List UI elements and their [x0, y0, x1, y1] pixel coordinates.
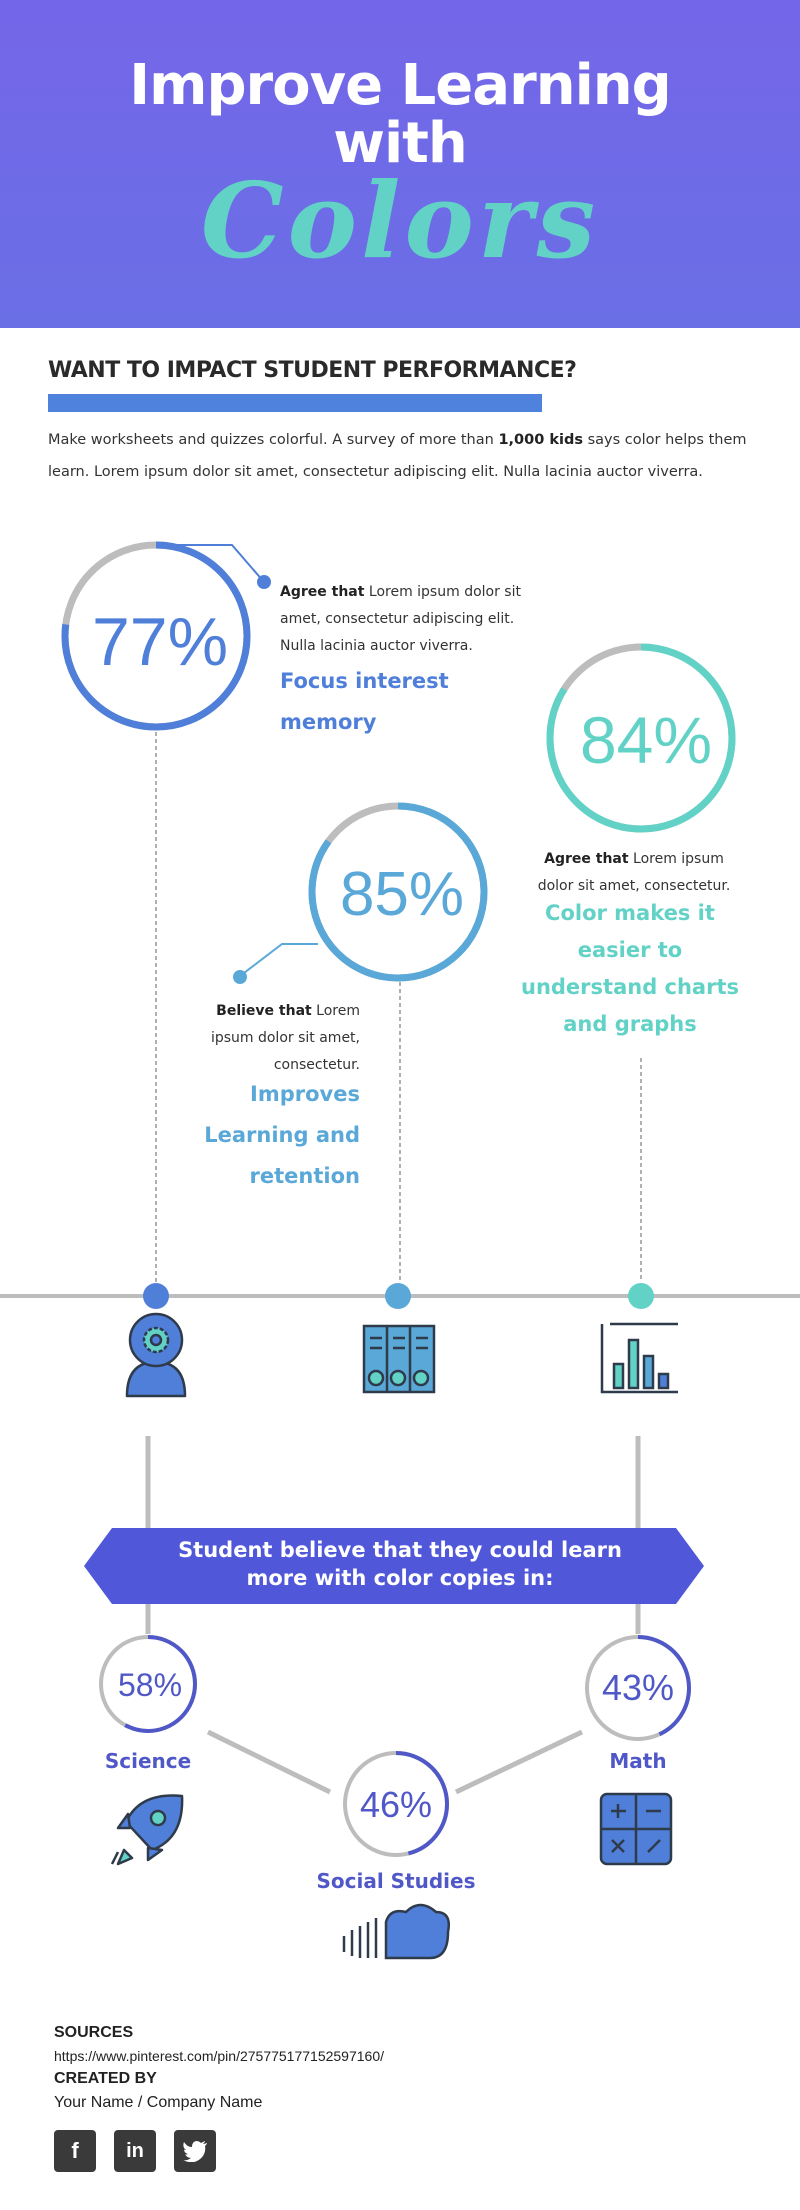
- stat-2-description: Believe that Lorem ipsum dolor sit amet,…: [210, 1003, 360, 1073]
- stat-2-dot: [233, 970, 247, 984]
- stat-ring-77: [61, 541, 251, 731]
- banner-shape: [84, 1528, 704, 1604]
- stat-1-claim: Focus interest memory: [280, 669, 449, 734]
- social-studies-label: Social Studies: [316, 1869, 476, 1893]
- stat-3-description: Agree that Lorem ipsum dolor sit amet, c…: [537, 851, 731, 894]
- banner-text: Student believe that they could learn mo…: [178, 1538, 622, 1590]
- math-label: Math: [609, 1749, 667, 1773]
- timeline-node-1: [143, 1283, 169, 1309]
- timeline-node-2: [385, 1283, 411, 1309]
- math-ring: [585, 1635, 691, 1741]
- binders-icon: [362, 1324, 436, 1394]
- title-line-1: Improve Learning: [129, 53, 671, 118]
- rocket-icon: [110, 1794, 184, 1866]
- stat-1-dot: [257, 575, 271, 589]
- stat-2-claim: Improves Learning and retention: [204, 1082, 360, 1188]
- section-heading: WANT TO IMPACT STUDENT PERFORMANCE?: [48, 358, 577, 383]
- linkedin-icon[interactable]: in: [114, 2130, 156, 2172]
- intro-paragraph: Make worksheets and quizzes colorful. A …: [48, 432, 747, 480]
- header-banner: [0, 0, 800, 328]
- stat-ring-85: [308, 802, 488, 982]
- title-line-2: with: [333, 111, 468, 176]
- twitter-bird-glyph: [183, 2141, 207, 2162]
- science-ring: [99, 1635, 197, 1733]
- stat-3-claim: Color makes it easier to understand char…: [521, 901, 739, 1036]
- stat-1-percent: 77%: [92, 604, 228, 680]
- source-url[interactable]: https://www.pinterest.com/pin/2757751771…: [54, 2048, 385, 2064]
- math-percent: 43%: [602, 1667, 674, 1708]
- science-to-social-line: [206, 1729, 332, 1795]
- stat-ring-84: [546, 643, 736, 833]
- science-label: Science: [104, 1749, 192, 1773]
- timeline-node-3: [628, 1283, 654, 1309]
- cloud-sound-icon: [342, 1903, 450, 1960]
- social-studies-percent: 46%: [360, 1784, 432, 1825]
- stat-1-description: Agree that Lorem ipsum dolor sit amet, c…: [280, 584, 521, 654]
- stat-1-connector: [160, 544, 265, 583]
- sources-label: SOURCES: [54, 2024, 134, 2041]
- science-percent: 58%: [118, 1667, 182, 1703]
- math-to-social-line: [454, 1729, 584, 1795]
- stat-2-percent: 85%: [340, 860, 464, 929]
- calculator-icon: [599, 1792, 673, 1866]
- heading-underline-bar: [48, 394, 542, 412]
- title-script: Colors: [200, 159, 600, 282]
- stat-2-connector: [239, 943, 318, 977]
- bar-chart-icon: [600, 1322, 678, 1394]
- facebook-icon[interactable]: f: [54, 2130, 96, 2172]
- twitter-icon[interactable]: [174, 2130, 216, 2172]
- head-gear-icon: [125, 1312, 187, 1398]
- stat-3-percent: 84%: [580, 703, 712, 777]
- social-studies-ring: [343, 1751, 449, 1857]
- created-by-label: CREATED BY: [54, 2070, 157, 2087]
- created-by-name: Your Name / Company Name: [54, 2094, 263, 2111]
